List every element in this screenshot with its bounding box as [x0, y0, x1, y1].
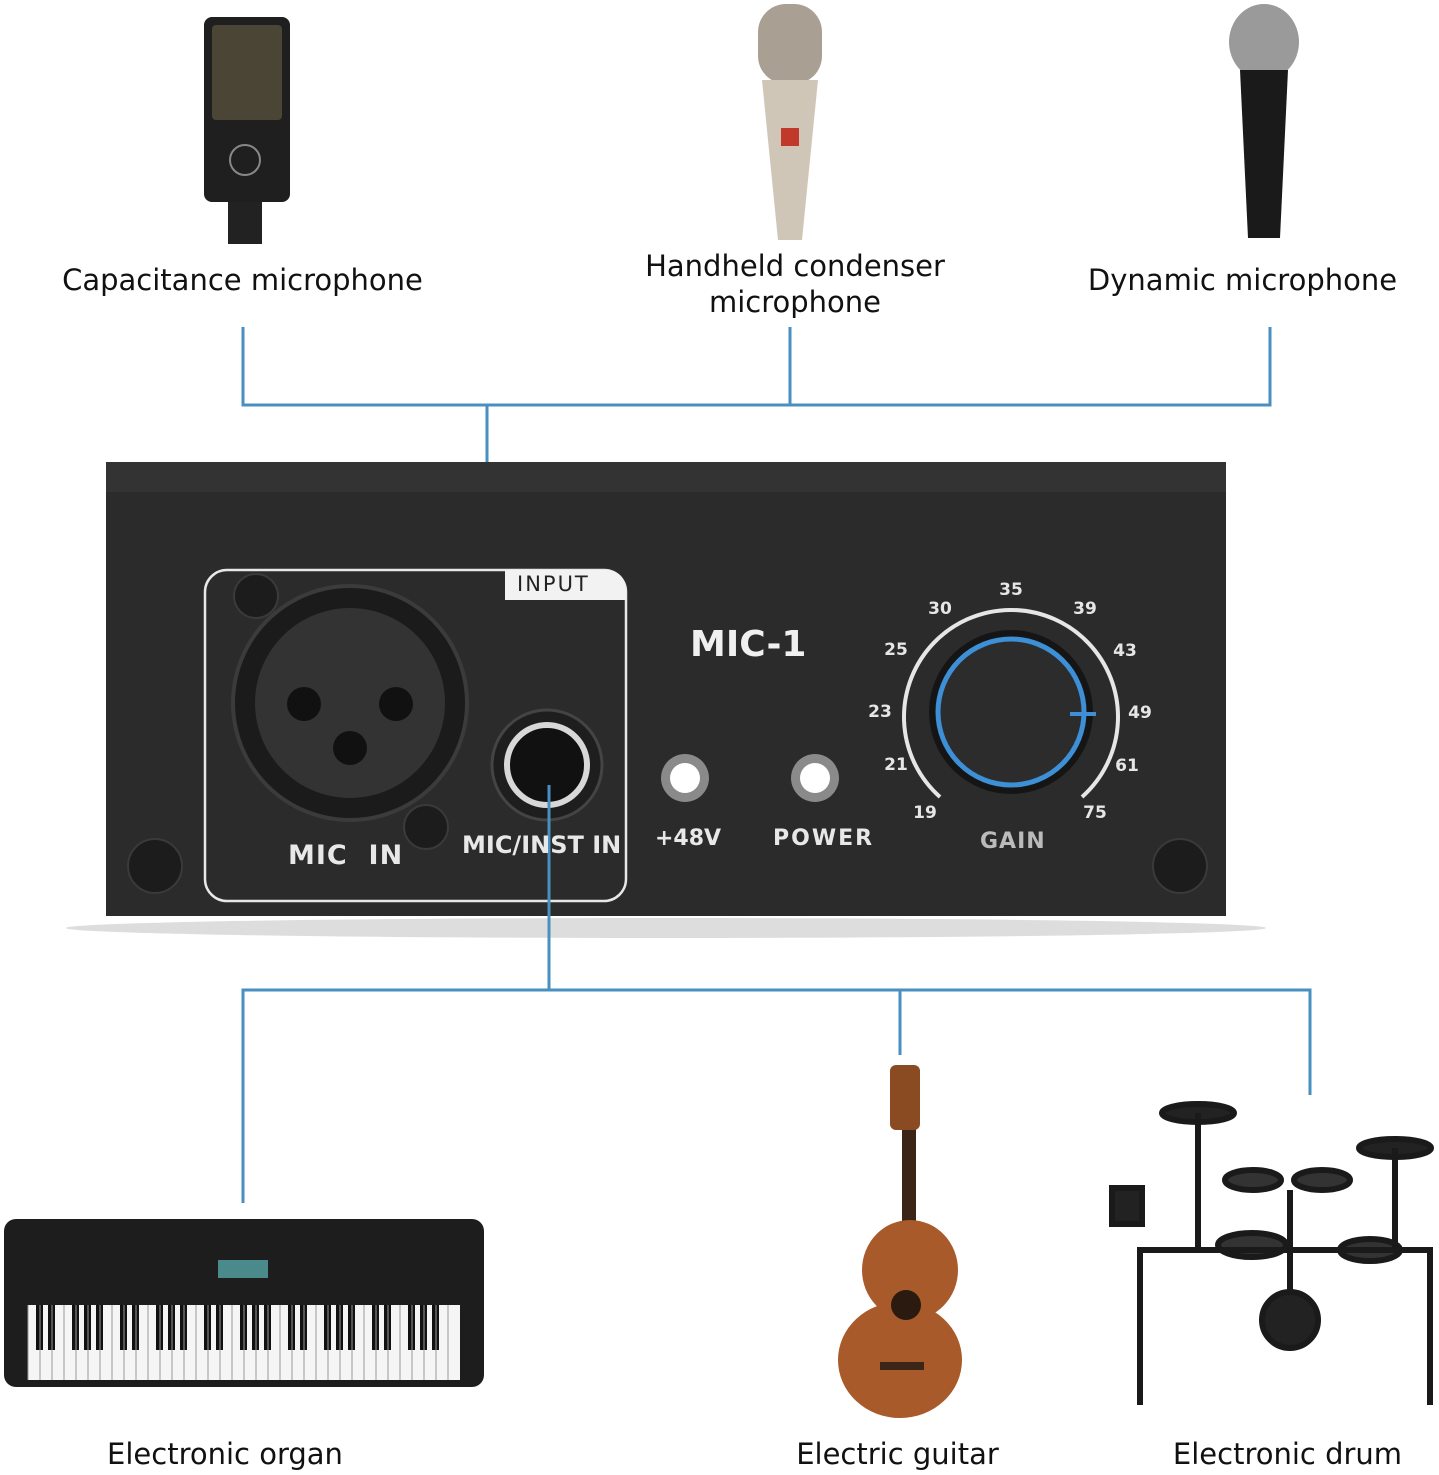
instrument-label-guitar: Electric guitar: [796, 1437, 999, 1471]
dynamic-microphone-icon: [1229, 4, 1299, 238]
source-label-dynamic: Dynamic microphone: [1087, 263, 1398, 297]
input-tag: INPUT: [517, 572, 590, 596]
preamp-device: [66, 462, 1266, 938]
instrument-label-drum: Electronic drum: [1172, 1437, 1403, 1471]
gain-knob: [935, 636, 1087, 788]
gain-tick: 75: [1083, 803, 1107, 823]
gain-tick: 39: [1073, 599, 1097, 619]
source-label-capacitance: Capacitance microphone: [62, 263, 423, 297]
gain-tick: 49: [1128, 703, 1152, 723]
mic-in-label: MIC IN: [288, 840, 404, 871]
gain-tick: 19: [913, 803, 937, 823]
source-label-handheld: Handheld condenser microphone: [645, 249, 945, 319]
instrument-label-organ: Electronic organ: [107, 1437, 343, 1471]
model-name: MIC-1: [690, 624, 807, 665]
screws: [127, 573, 1208, 894]
phantom-label: +48V: [655, 826, 722, 851]
power-led: [800, 763, 830, 793]
gain-tick: 30: [928, 599, 952, 619]
condenser-microphone-icon: [204, 17, 290, 244]
handheld-condenser-microphone-icon: [758, 4, 822, 240]
inst-in-label: MIC/INST IN: [462, 831, 622, 859]
ukulele-icon: [838, 1065, 962, 1418]
gain-tick: 35: [999, 580, 1023, 600]
gain-tick: 23: [868, 702, 892, 722]
gain-tick: 43: [1113, 641, 1137, 661]
gain-tick: 61: [1115, 756, 1139, 776]
gain-label: GAIN: [980, 829, 1046, 854]
instrument-connector-lines: [241, 785, 1312, 1203]
gain-tick: 25: [884, 640, 908, 660]
power-label: POWER: [773, 826, 875, 851]
phantom-led: [670, 763, 700, 793]
keyboard-icon: [4, 1219, 484, 1387]
drum-kit-icon: [1109, 1101, 1434, 1405]
gain-tick: 21: [884, 755, 908, 775]
